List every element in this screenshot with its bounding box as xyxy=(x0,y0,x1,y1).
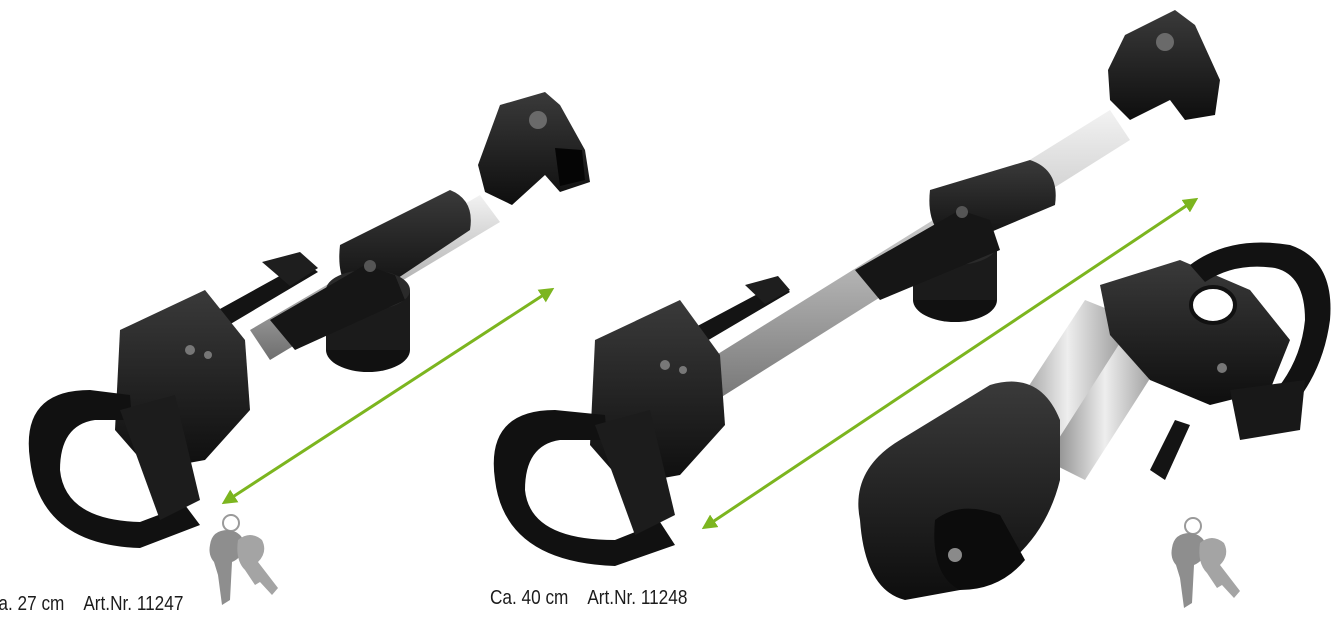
key-set-2 xyxy=(1171,517,1240,608)
length-label: Ca. 40 cm xyxy=(490,587,569,609)
caption-long-holder: Ca. 40 cm Art.Nr. 11248 xyxy=(490,587,687,610)
length-label: Ca. 27 cm xyxy=(0,593,65,615)
length-arrow-long xyxy=(701,197,1199,530)
key-set-1 xyxy=(209,514,278,605)
length-arrow-short xyxy=(221,287,555,505)
article-number: Art.Nr. 11247 xyxy=(83,593,184,615)
caption-short-holder: Ca. 27 cm Art.Nr. 11247 xyxy=(0,593,183,616)
article-number: Art.Nr. 11248 xyxy=(587,587,688,609)
